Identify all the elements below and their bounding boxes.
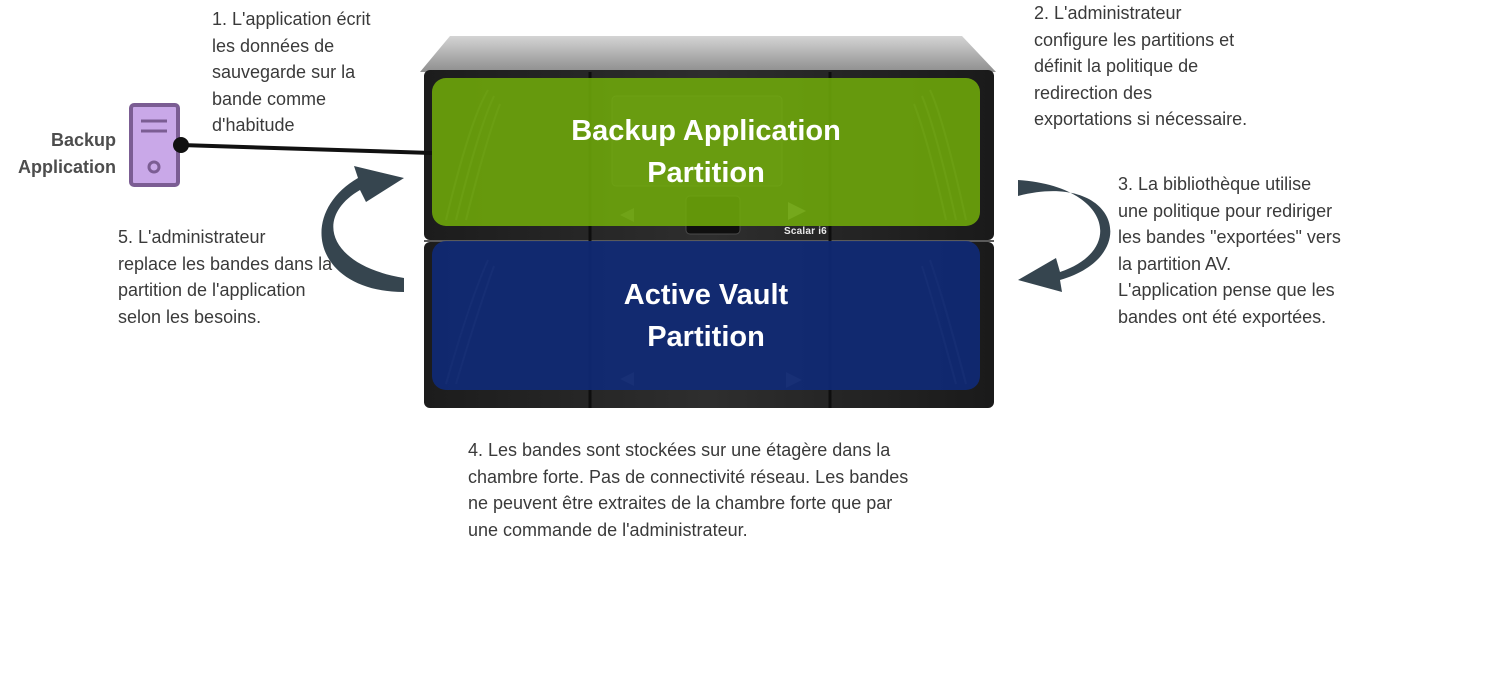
connection-dot [173,137,189,153]
server-label: Backup Application [18,130,116,177]
library-brand-label: Scalar i6 [784,226,827,237]
server-icon [129,103,180,187]
step-3-note: 3. La bibliothèque utilise une politique… [1118,174,1341,327]
return-arrow-icon [321,166,404,292]
step-2-note: 2. L'administrateur configure les partit… [1034,3,1248,129]
active-vault-partition: Active Vault Partition [432,241,980,390]
library-top-panel [420,36,996,72]
connection-line [173,137,433,155]
step-5-note: 5. L'administrateur replace les bandes d… [118,227,333,327]
redirect-arrow-icon [1018,180,1111,292]
step-1-note: 1. L'application écrit les données de sa… [212,9,371,135]
backup-application-partition: Backup Application Partition [432,78,980,226]
step-4-note: 4. Les bandes sont stockées sur une étag… [468,440,909,540]
